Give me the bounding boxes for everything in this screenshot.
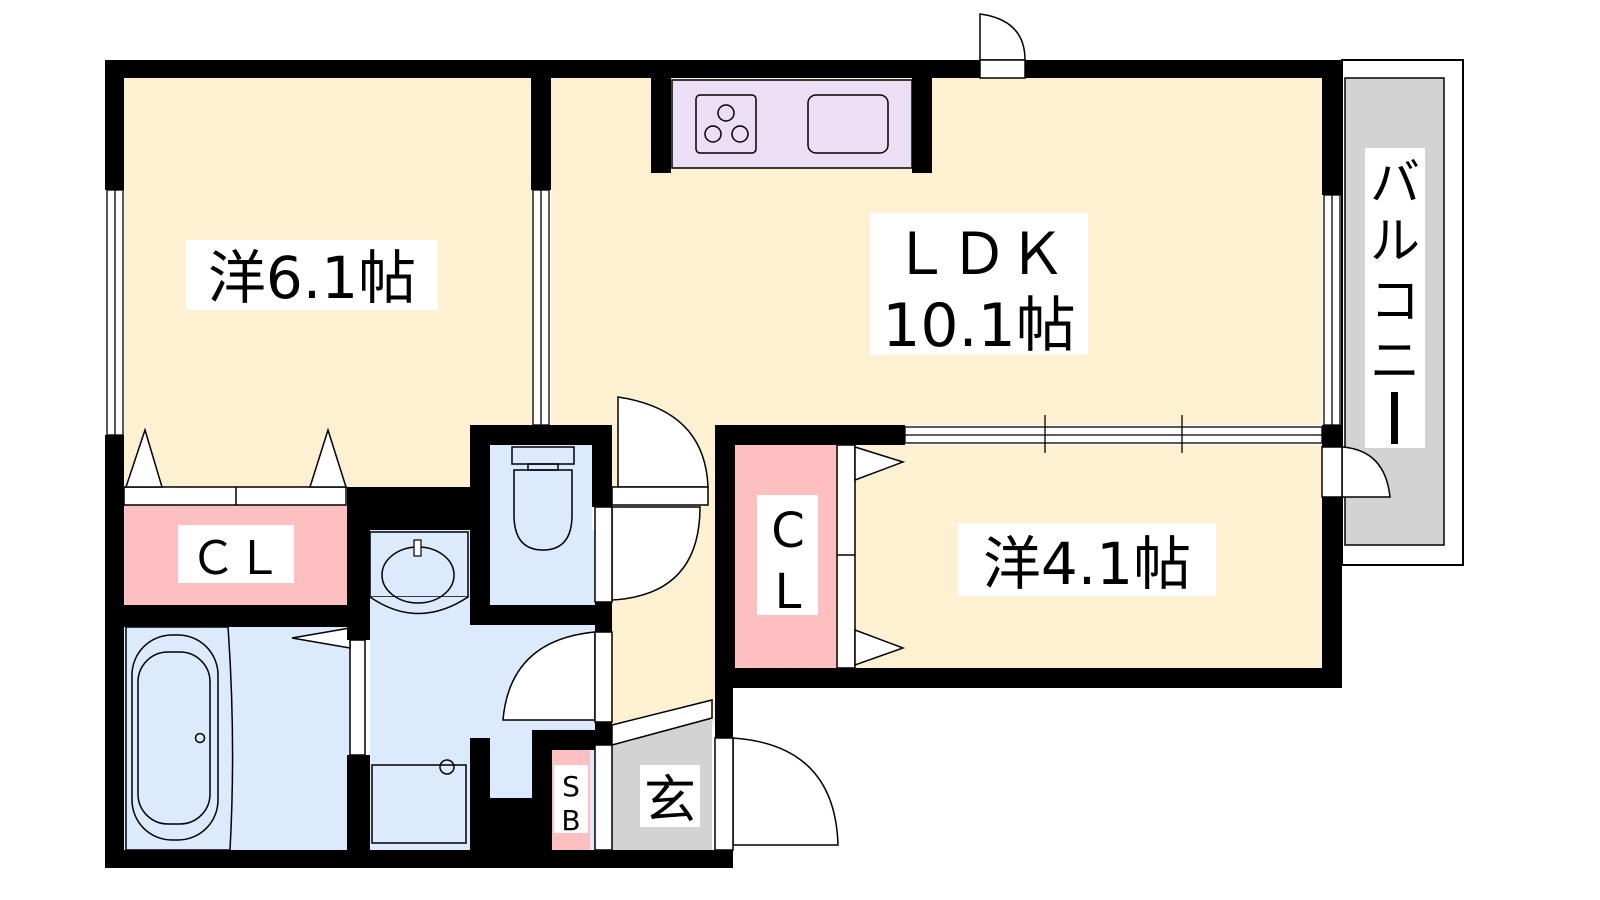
- closet-label-left: ＣＬ: [190, 531, 282, 585]
- balcony-char: バ: [1370, 154, 1420, 212]
- windows: [106, 189, 1341, 453]
- toilet: [511, 446, 575, 551]
- balcony-char: ニ: [1370, 332, 1420, 390]
- entrance-label: 玄: [644, 771, 696, 831]
- bathroom: [124, 627, 350, 850]
- balcony-char: ル: [1370, 212, 1420, 270]
- closet-label-right-bottom: L: [775, 564, 802, 620]
- kitchen-counter: [671, 79, 913, 169]
- washbasin: [369, 531, 469, 615]
- bathtub: [125, 626, 234, 851]
- room-size-ldk: 10.1帖: [882, 291, 1076, 361]
- room-label-western-6-1: 洋6.1帖: [208, 244, 416, 312]
- shoe-box-label-bottom: B: [561, 804, 580, 837]
- closet-label-right-top: C: [771, 503, 805, 559]
- balcony-char-dash: [1391, 392, 1398, 444]
- sink-icon: [807, 94, 889, 154]
- room-label-western-4-1: 洋4.1帖: [983, 530, 1191, 598]
- room-label-ldk: ＬＤＫ: [892, 220, 1066, 288]
- toilet-room: [490, 445, 592, 605]
- balcony-char: コ: [1370, 272, 1420, 330]
- walls: [105, 60, 1342, 868]
- stove-icon: [695, 94, 757, 154]
- washing-machine-pan: [371, 764, 467, 844]
- shoe-box-label-top: S: [562, 770, 580, 803]
